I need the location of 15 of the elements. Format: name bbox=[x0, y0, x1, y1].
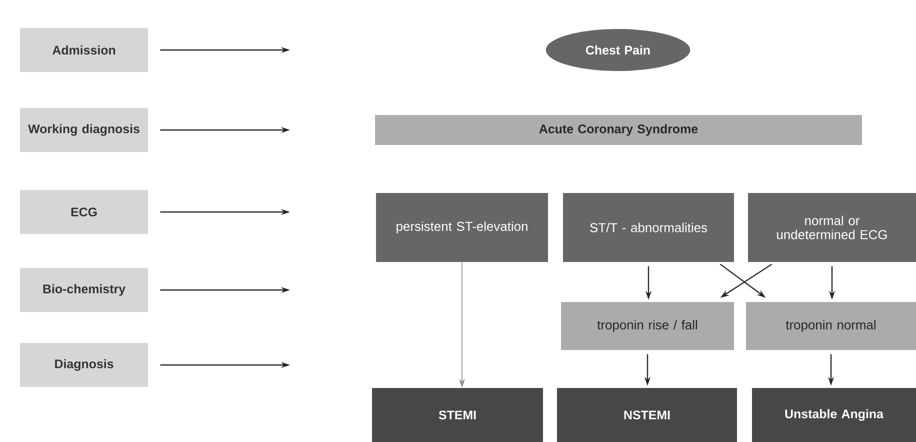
stage-box: ECG bbox=[20, 190, 148, 234]
biochemistry-box: troponin rise / fall bbox=[561, 302, 734, 350]
stage-box: Bio-chemistry bbox=[20, 268, 148, 312]
diagnosis-box: Unstable Angina bbox=[752, 388, 916, 442]
diagnosis-band: Acute Coronary Syndrome bbox=[375, 115, 862, 145]
stage-box: Working diagnosis bbox=[20, 108, 148, 152]
oval-node: Chest Pain bbox=[546, 29, 690, 71]
biochemistry-box: troponin normal bbox=[746, 302, 916, 350]
ecg-box: persistent ST-elevation bbox=[376, 193, 548, 262]
diagnosis-box: STEMI bbox=[372, 388, 543, 442]
ecg-box: ST/T - abnormalities bbox=[563, 193, 734, 262]
stage-box: Admission bbox=[20, 28, 148, 72]
diagnosis-box: NSTEMI bbox=[557, 388, 737, 442]
stage-box: Diagnosis bbox=[20, 343, 148, 387]
ecg-box: normal or undetermined ECG bbox=[748, 193, 916, 262]
